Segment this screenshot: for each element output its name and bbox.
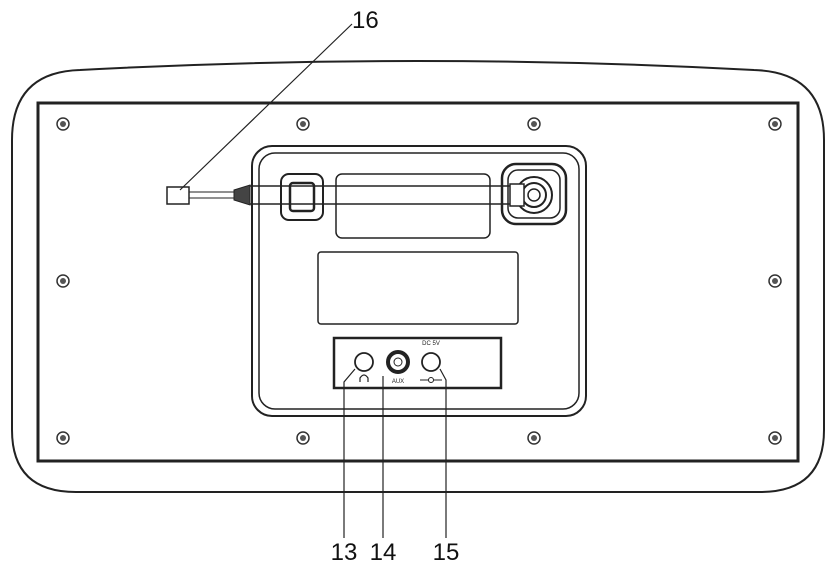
aux-label: AUX — [392, 379, 404, 385]
leader-line-15 — [439, 368, 447, 538]
screw — [56, 431, 70, 445]
dc-rating-label: DC 5V — [422, 341, 440, 347]
screw — [768, 274, 782, 288]
dc-polarity-icon — [420, 377, 442, 383]
antenna-connector — [500, 162, 568, 226]
headphone-jack — [354, 352, 374, 382]
screw — [527, 117, 541, 131]
screw — [768, 431, 782, 445]
screws — [56, 117, 782, 445]
screw — [56, 117, 70, 131]
screw — [296, 117, 310, 131]
leader-lines — [179, 23, 447, 538]
recess-lower — [317, 251, 519, 325]
antenna-wire — [189, 183, 525, 207]
screw — [768, 117, 782, 131]
callout-14: 14 — [370, 539, 397, 566]
antenna-wire-tip — [166, 186, 190, 205]
recess-upper — [335, 173, 491, 239]
callout-13: 13 — [331, 539, 358, 566]
compartment-inner — [258, 152, 580, 410]
screw — [527, 431, 541, 445]
screw — [56, 274, 70, 288]
dc-in-jack: DC 5V — [420, 341, 442, 383]
screw — [296, 431, 310, 445]
callout-16: 16 — [352, 7, 379, 34]
leader-line-16 — [179, 23, 353, 191]
aux-in-jack: AUX — [386, 350, 410, 385]
callout-15: 15 — [433, 539, 460, 566]
leader-line-13 — [343, 368, 356, 538]
headphone-icon — [359, 374, 369, 382]
wire-clip — [280, 173, 324, 221]
